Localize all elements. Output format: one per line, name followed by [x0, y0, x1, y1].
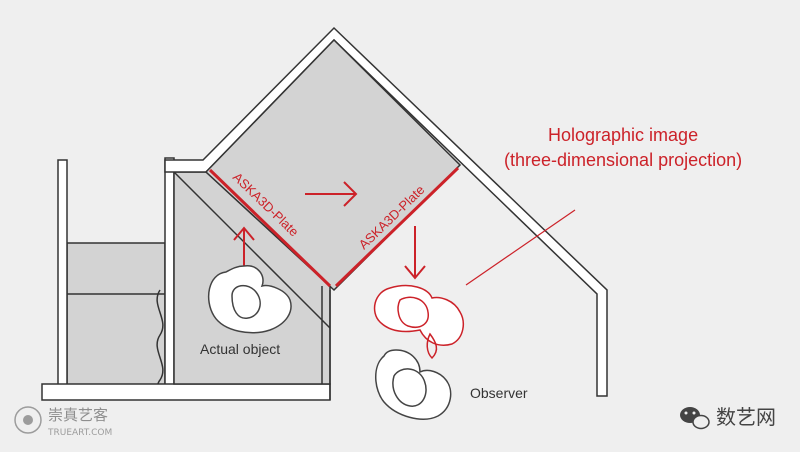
watermark-logo-icon — [14, 406, 42, 434]
holo-pointer-line — [465, 209, 576, 286]
holographic-subtitle: (three-dimensional projection) — [504, 150, 742, 170]
actual-object-label: Actual object — [200, 341, 280, 357]
arrow-down-icon — [404, 226, 426, 280]
aska3d-plate-left — [208, 168, 332, 288]
observer-label: Observer — [470, 385, 528, 401]
observer-shape — [375, 349, 452, 420]
watermark-left: 崇真艺客 TRUEART.COM — [14, 406, 112, 438]
actual-object-shape — [207, 265, 292, 334]
chamber-inner-diagonal — [173, 171, 331, 329]
mid-wall — [164, 157, 175, 393]
left-lower-box — [66, 242, 166, 393]
aska3d-plate-right — [334, 166, 460, 288]
watermark-left-cn: 崇真艺客 — [48, 406, 108, 424]
left-wall — [57, 159, 68, 393]
floor-band — [41, 383, 331, 401]
watermark-right: 数艺网 — [680, 405, 776, 430]
roof-wall — [164, 26, 608, 397]
watermark-right-cn: 数艺网 — [716, 405, 776, 429]
wechat-icon — [680, 407, 710, 430]
holographic-title: Holographic image — [548, 125, 698, 145]
arrow-right-icon — [305, 181, 358, 207]
holographic-image-shape — [373, 284, 465, 360]
watermark-left-en: TRUEART.COM — [47, 428, 112, 438]
